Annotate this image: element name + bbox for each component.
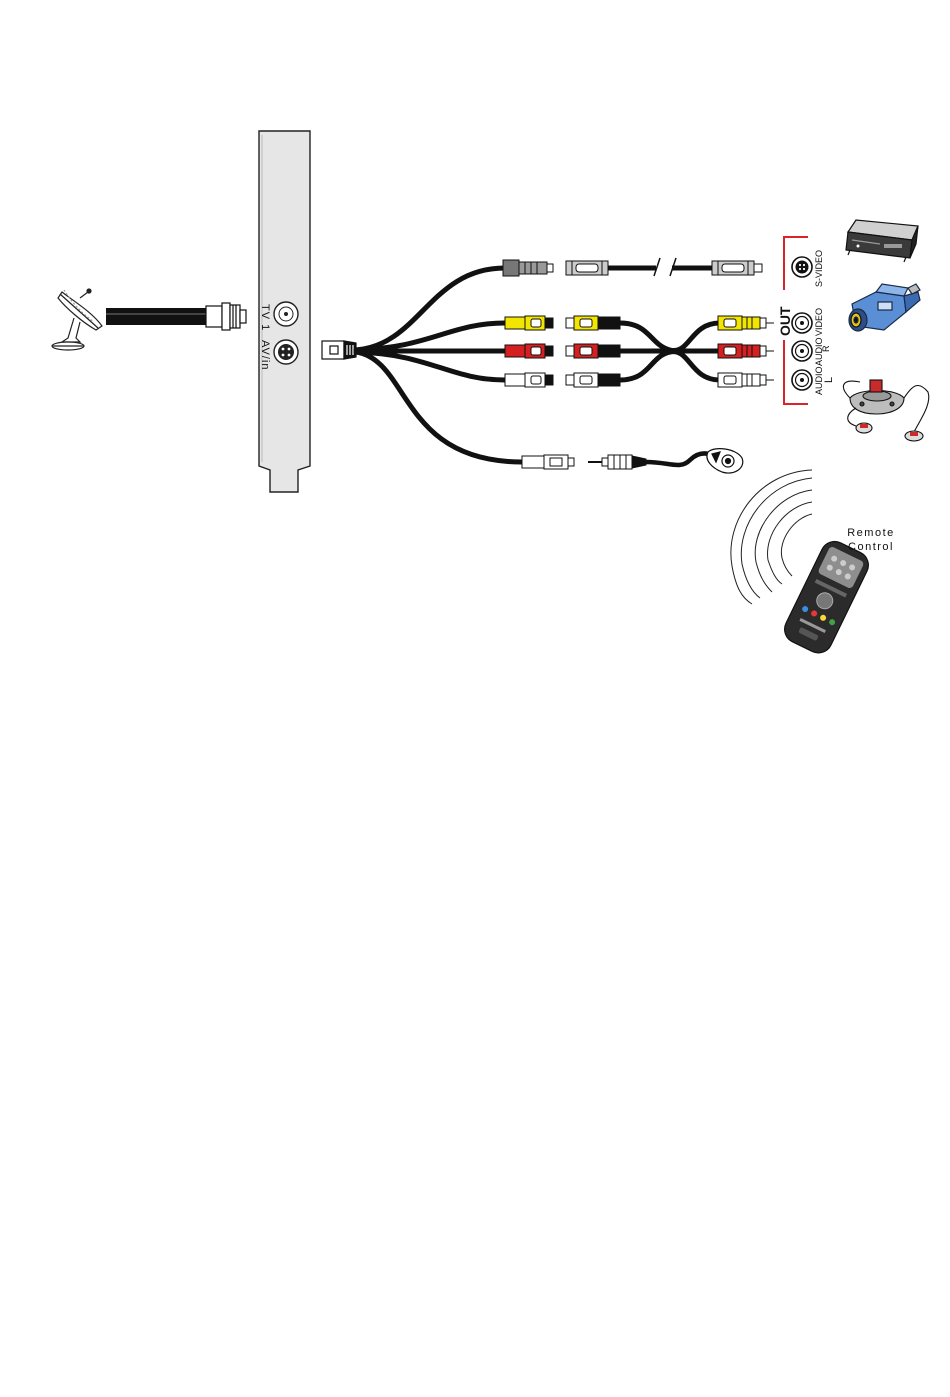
remote-label-line2: Control — [836, 540, 906, 554]
rca-plug-red-mid — [566, 344, 620, 358]
cable-break-marks — [654, 258, 676, 276]
f-connector — [206, 303, 246, 330]
rca-jack-red-left — [505, 344, 553, 358]
rca-jack-white-left — [505, 373, 553, 387]
remote-label-line1: Remote — [836, 526, 906, 540]
ir-receiver-cable — [646, 453, 714, 465]
rca-plug-red-right — [718, 344, 774, 358]
ir-signal-waves — [731, 470, 812, 604]
audio-l-sub-label: L — [823, 376, 835, 383]
tv-port-label: TV 1 — [259, 304, 271, 331]
video-out-label: VIDEO — [814, 308, 824, 336]
rca-plug-white-mid — [566, 373, 620, 387]
rca-bundle-cables — [620, 323, 720, 380]
svideo-out-label: S-VIDEO — [814, 250, 824, 287]
audio-l-out-port — [792, 370, 812, 390]
audio-jack-female — [522, 455, 574, 469]
camcorder-icon — [849, 284, 920, 331]
antenna-coax-cable — [106, 308, 208, 325]
rca-plug-yellow-mid — [566, 316, 620, 330]
breakout-plug — [322, 341, 356, 359]
svideo-out-port — [792, 257, 812, 277]
ir-receiver-icon — [707, 449, 743, 473]
pci-bracket: TV 1 AV/in — [259, 131, 310, 492]
tv-input-port — [274, 302, 298, 326]
breakout-cables — [356, 268, 522, 462]
rca-jack-yellow-left — [505, 316, 553, 330]
svideo-plug-a — [503, 260, 553, 276]
rca-plug-yellow-right — [718, 316, 774, 330]
game-console-icon — [843, 380, 928, 441]
out-label: OUT — [777, 306, 793, 336]
av-in-port — [274, 340, 298, 364]
remote-control-icon — [780, 537, 873, 658]
vcr-icon — [846, 220, 918, 262]
audio-r-sub-label: R — [821, 345, 831, 352]
svideo-plug-b — [566, 261, 608, 275]
audio-r-out-port — [792, 341, 812, 361]
avin-port-label: AV/in — [259, 340, 271, 370]
video-out-port — [792, 313, 812, 333]
satellite-dish-icon — [52, 289, 102, 350]
svideo-plug-c — [712, 261, 762, 275]
remote-control-label: Remote Control — [836, 526, 906, 554]
audio-plug-male — [588, 455, 646, 469]
rca-plug-white-right — [718, 373, 774, 387]
